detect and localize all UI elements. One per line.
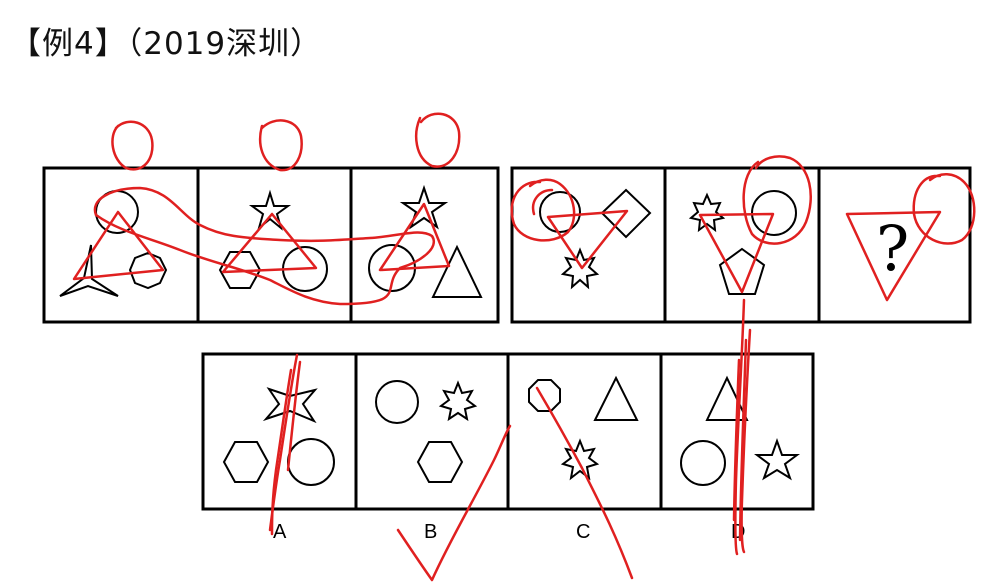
options-group: A B C D <box>201 352 815 543</box>
annotation-stroke <box>734 298 746 556</box>
diamond-shape <box>600 188 652 239</box>
annotation-stroke <box>738 338 748 542</box>
annotation-loop <box>258 119 303 172</box>
circle-shape <box>375 380 419 424</box>
burst-shape <box>688 192 726 233</box>
circle-shape <box>539 191 581 233</box>
annotation-loop <box>531 188 554 216</box>
triangle-shape <box>593 375 639 421</box>
panel-5 <box>688 190 797 295</box>
annotation-scribble <box>93 186 435 306</box>
circle-shape <box>287 438 335 486</box>
annotation-triangle <box>221 212 318 274</box>
option-label-a: A <box>273 521 287 543</box>
circle-shape <box>751 190 797 236</box>
annotation-checkmark <box>396 424 512 582</box>
burst-shape <box>560 247 600 290</box>
panel-1 <box>59 190 168 297</box>
panel-4 <box>539 188 652 290</box>
annotation-stroke <box>535 386 634 580</box>
annotation-loop <box>111 120 154 171</box>
annotation-loop <box>510 178 576 242</box>
option-d[interactable] <box>680 375 800 486</box>
annotation-loop <box>742 155 812 245</box>
red-annotations <box>72 112 976 582</box>
panel-frame-group-2 <box>510 166 972 324</box>
option-label-c: C <box>576 521 590 543</box>
option-label-d: D <box>731 521 745 543</box>
annotation-loop <box>414 112 461 168</box>
four-point-star-shape <box>59 244 119 297</box>
four-point-star-shape <box>262 387 318 424</box>
option-c[interactable] <box>528 375 639 481</box>
burst-shape <box>438 380 478 422</box>
annotation-triangle <box>698 212 775 294</box>
star-shape <box>399 184 449 230</box>
star-shape <box>754 438 800 481</box>
annotation-stroke <box>732 358 741 522</box>
page-title: 【例4】（2019深圳） <box>10 26 323 62</box>
panel-frame-group-1 <box>42 166 500 324</box>
triangle-shape <box>431 244 483 298</box>
hexagon-shape <box>416 441 464 483</box>
octagon-shape <box>128 251 168 290</box>
annotation-triangle <box>845 210 942 302</box>
hexagon-shape <box>222 441 270 483</box>
annotation-loop <box>912 173 976 245</box>
annotation-triangle <box>72 210 165 281</box>
burst-shape <box>560 438 600 481</box>
annotation-stroke <box>270 368 293 536</box>
panel-6: ? <box>876 212 909 285</box>
option-b[interactable] <box>375 380 478 483</box>
annotation-triangle <box>546 209 629 270</box>
option-label-b: B <box>424 521 437 543</box>
star-shape <box>248 189 292 231</box>
octagon-shape <box>528 379 561 412</box>
annotation-stroke <box>740 328 752 554</box>
annotation-stroke <box>286 360 302 472</box>
annotation-triangle <box>378 202 451 272</box>
question-group-2: ? <box>510 166 972 324</box>
pentagon-shape <box>718 247 766 295</box>
question-mark: ? <box>876 212 909 285</box>
circle-shape <box>680 440 726 486</box>
